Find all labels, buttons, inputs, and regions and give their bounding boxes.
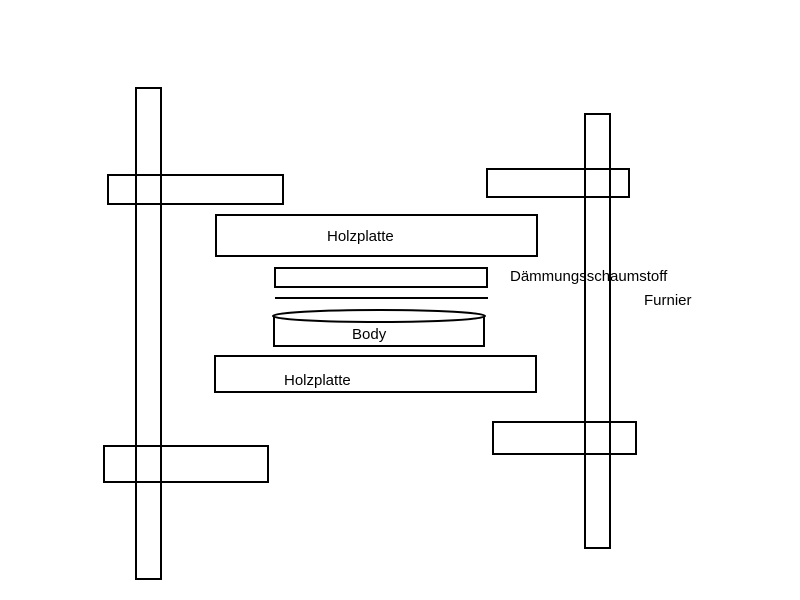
body-top-curve (272, 309, 486, 323)
left-clamp-upper-jaw (107, 174, 284, 205)
foam-label: Dämmungsschaumstoff (510, 268, 668, 285)
bottom-wood-board (214, 355, 537, 393)
veneer-label: Furnier (644, 292, 692, 309)
insulation-foam-layer (274, 267, 488, 288)
right-clamp-upper-jaw (486, 168, 630, 198)
left-clamp-lower-jaw (103, 445, 269, 483)
left-clamp-bar (135, 87, 162, 580)
right-clamp-lower-jaw (492, 421, 637, 455)
top-board-label: Holzplatte (327, 228, 394, 245)
right-clamp-bar (584, 113, 611, 549)
bottom-board-label: Holzplatte (284, 372, 351, 389)
top-wood-board (215, 214, 538, 257)
body-label: Body (352, 326, 387, 343)
